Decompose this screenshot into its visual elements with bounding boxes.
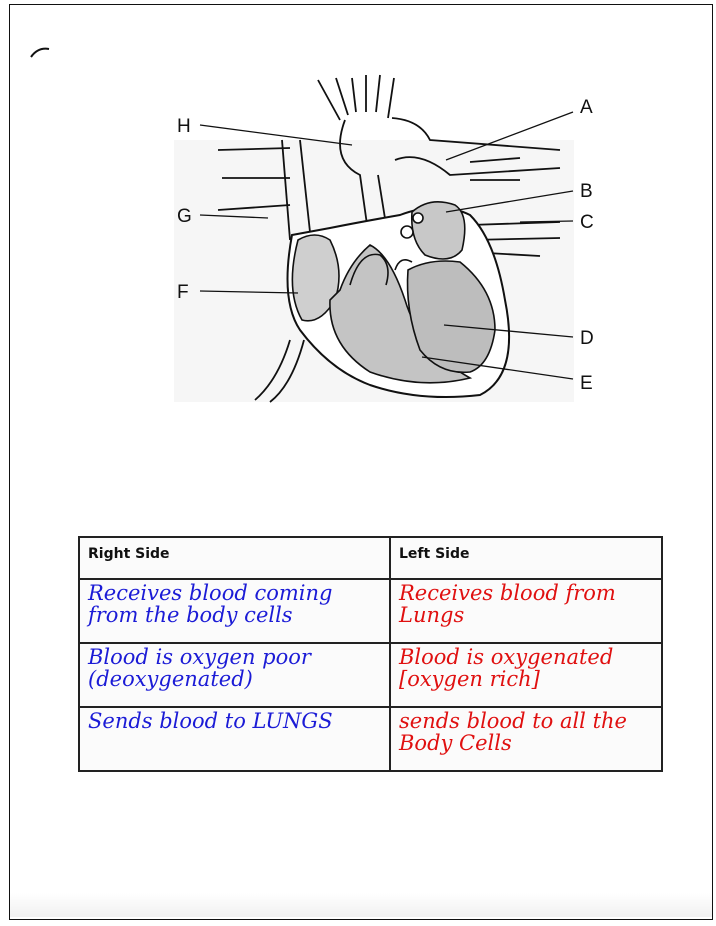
header-left-side: Left Side xyxy=(390,537,662,579)
label-h: H xyxy=(177,116,191,137)
right-cell: Receives blood coming from the body cell… xyxy=(79,579,390,643)
label-a: A xyxy=(580,97,593,118)
label-e: E xyxy=(580,373,593,394)
heart-sides-table: Right Side Left Side Receives blood comi… xyxy=(78,536,663,772)
label-d: D xyxy=(580,328,594,349)
right-cell: Sends blood to LUNGS xyxy=(79,707,390,771)
label-f: F xyxy=(177,282,189,303)
label-b: B xyxy=(580,181,593,202)
left-cell: Receives blood from Lungs xyxy=(390,579,662,643)
table-row: Receives blood coming from the body cell… xyxy=(79,579,662,643)
table-header-row: Right Side Left Side xyxy=(79,537,662,579)
left-cell: Blood is oxygenated [oxygen rich] xyxy=(390,643,662,707)
left-cell: sends blood to all the Body Cells xyxy=(390,707,662,771)
right-cell: Blood is oxygen poor (deoxygenated) xyxy=(79,643,390,707)
header-right-side: Right Side xyxy=(79,537,390,579)
corner-mark xyxy=(31,49,49,57)
label-c: C xyxy=(580,212,594,233)
table-row: Blood is oxygen poor (deoxygenated) Bloo… xyxy=(79,643,662,707)
table-row: Sends blood to LUNGS sends blood to all … xyxy=(79,707,662,771)
label-g: G xyxy=(177,206,192,227)
